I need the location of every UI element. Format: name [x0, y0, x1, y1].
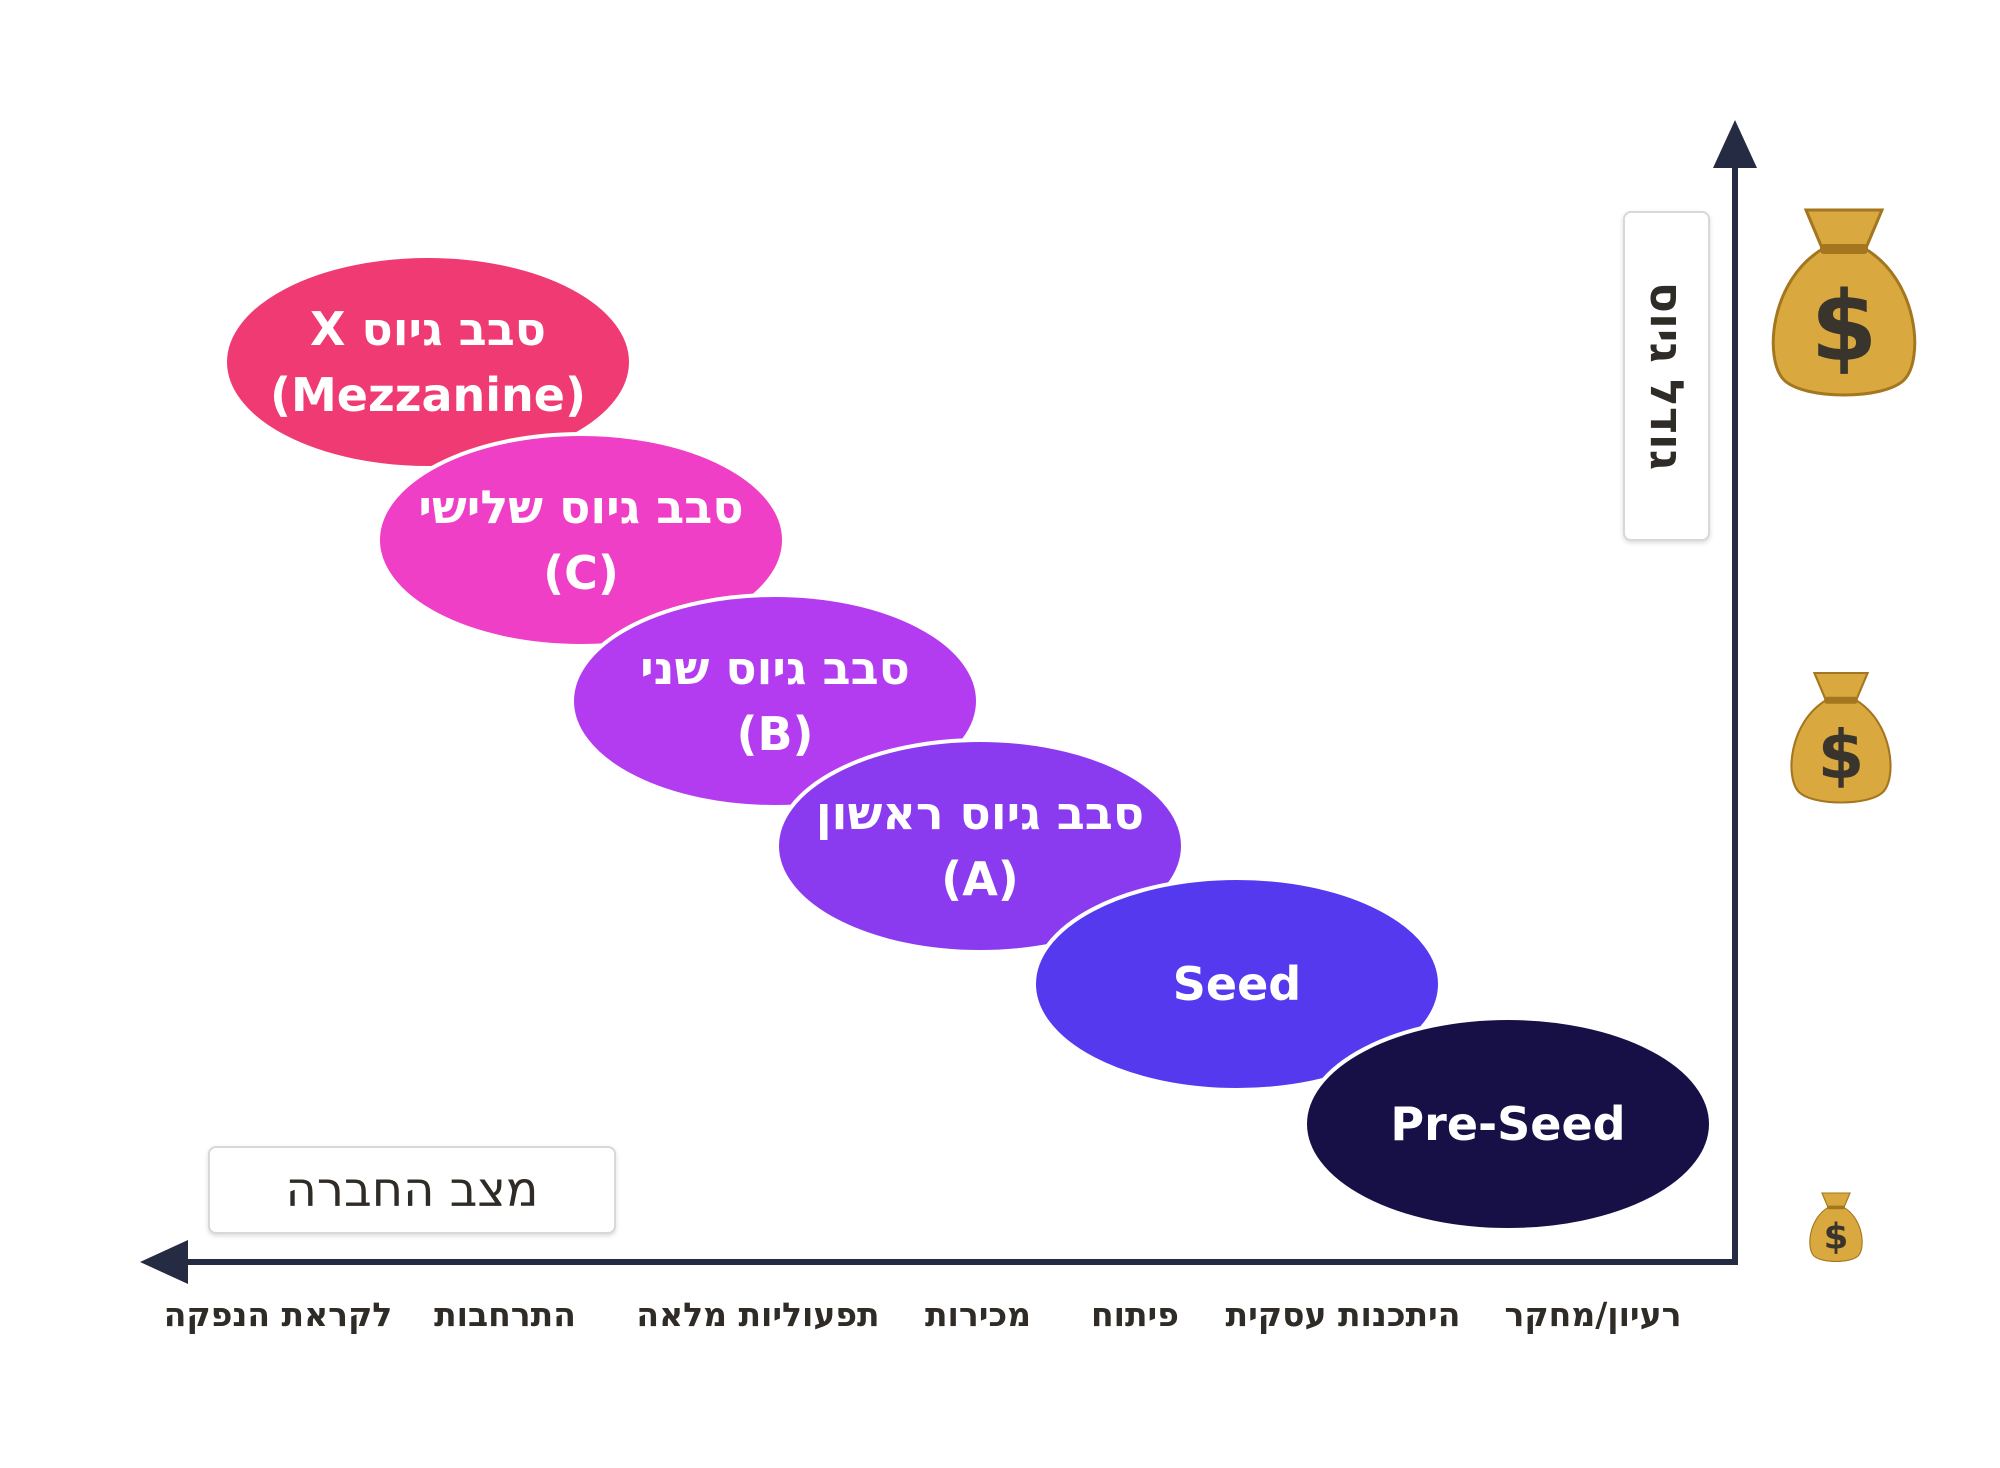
- round-ellipse-1: [1303, 1016, 1713, 1232]
- round-ellipse-3: [775, 738, 1185, 954]
- round-label-6: סבב גיוס X (Mezzanine): [225, 256, 631, 468]
- money-bag-icon: $: [1790, 671, 1892, 804]
- money-bags: $ $ $: [1771, 208, 1917, 1263]
- x-axis-arrowhead: [140, 1240, 188, 1284]
- y-axis-title: גודל גיוס: [1639, 281, 1694, 471]
- round-label-2: Seed: [1034, 878, 1440, 1090]
- stage-label-3: פיתוח: [1091, 1295, 1179, 1334]
- stage-label-2: היתכנות עסקית: [1225, 1295, 1461, 1334]
- x-axis-title: מצב החברה: [285, 1162, 539, 1218]
- svg-text:$: $: [1811, 271, 1878, 383]
- round-ellipses: [223, 254, 1713, 1232]
- stage-label-5: תפעוליות מלאה: [636, 1295, 880, 1334]
- stage-label-1: רעיון/מחקר: [1504, 1295, 1682, 1334]
- money-bag-icon: $: [1809, 1192, 1863, 1263]
- round-label-4: סבב גיוס שני (B): [572, 595, 978, 807]
- round-label-5: סבב גיוס שלישי (C): [378, 434, 784, 646]
- round-name: סבב גיוס שני: [640, 641, 910, 695]
- round-code: (A): [941, 852, 1019, 906]
- stage-label-4: מכירות: [924, 1295, 1032, 1334]
- round-name: Seed: [1172, 957, 1302, 1011]
- round-code: (C): [543, 546, 619, 600]
- round-label-1: Pre-Seed: [1305, 1018, 1711, 1230]
- x-axis-title-box: מצב החברה: [208, 1146, 616, 1234]
- round-name: סבב גיוס ראשון: [815, 786, 1145, 840]
- money-bag-icon: $: [1771, 208, 1917, 397]
- svg-text:$: $: [1824, 1217, 1849, 1258]
- round-name: סבב גיוס X: [309, 302, 547, 356]
- round-label-3: סבב גיוס ראשון (A): [777, 740, 1183, 952]
- stage-label-6: התרחבות: [434, 1295, 576, 1334]
- round-ellipse-5: [376, 432, 786, 648]
- y-axis-title-box: גודל גיוס: [1623, 211, 1710, 541]
- round-name: סבב גיוס שלישי: [418, 480, 744, 534]
- stage-label-7: לקראת הנפקה: [163, 1295, 393, 1334]
- round-ellipse-2: [1032, 876, 1442, 1092]
- round-name: Pre-Seed: [1390, 1097, 1626, 1151]
- svg-text:$: $: [1818, 716, 1865, 794]
- round-code: (Mezzanine): [269, 368, 587, 422]
- y-axis-arrowhead: [1713, 120, 1757, 168]
- round-code: (B): [736, 707, 814, 761]
- axes: [140, 120, 1757, 1284]
